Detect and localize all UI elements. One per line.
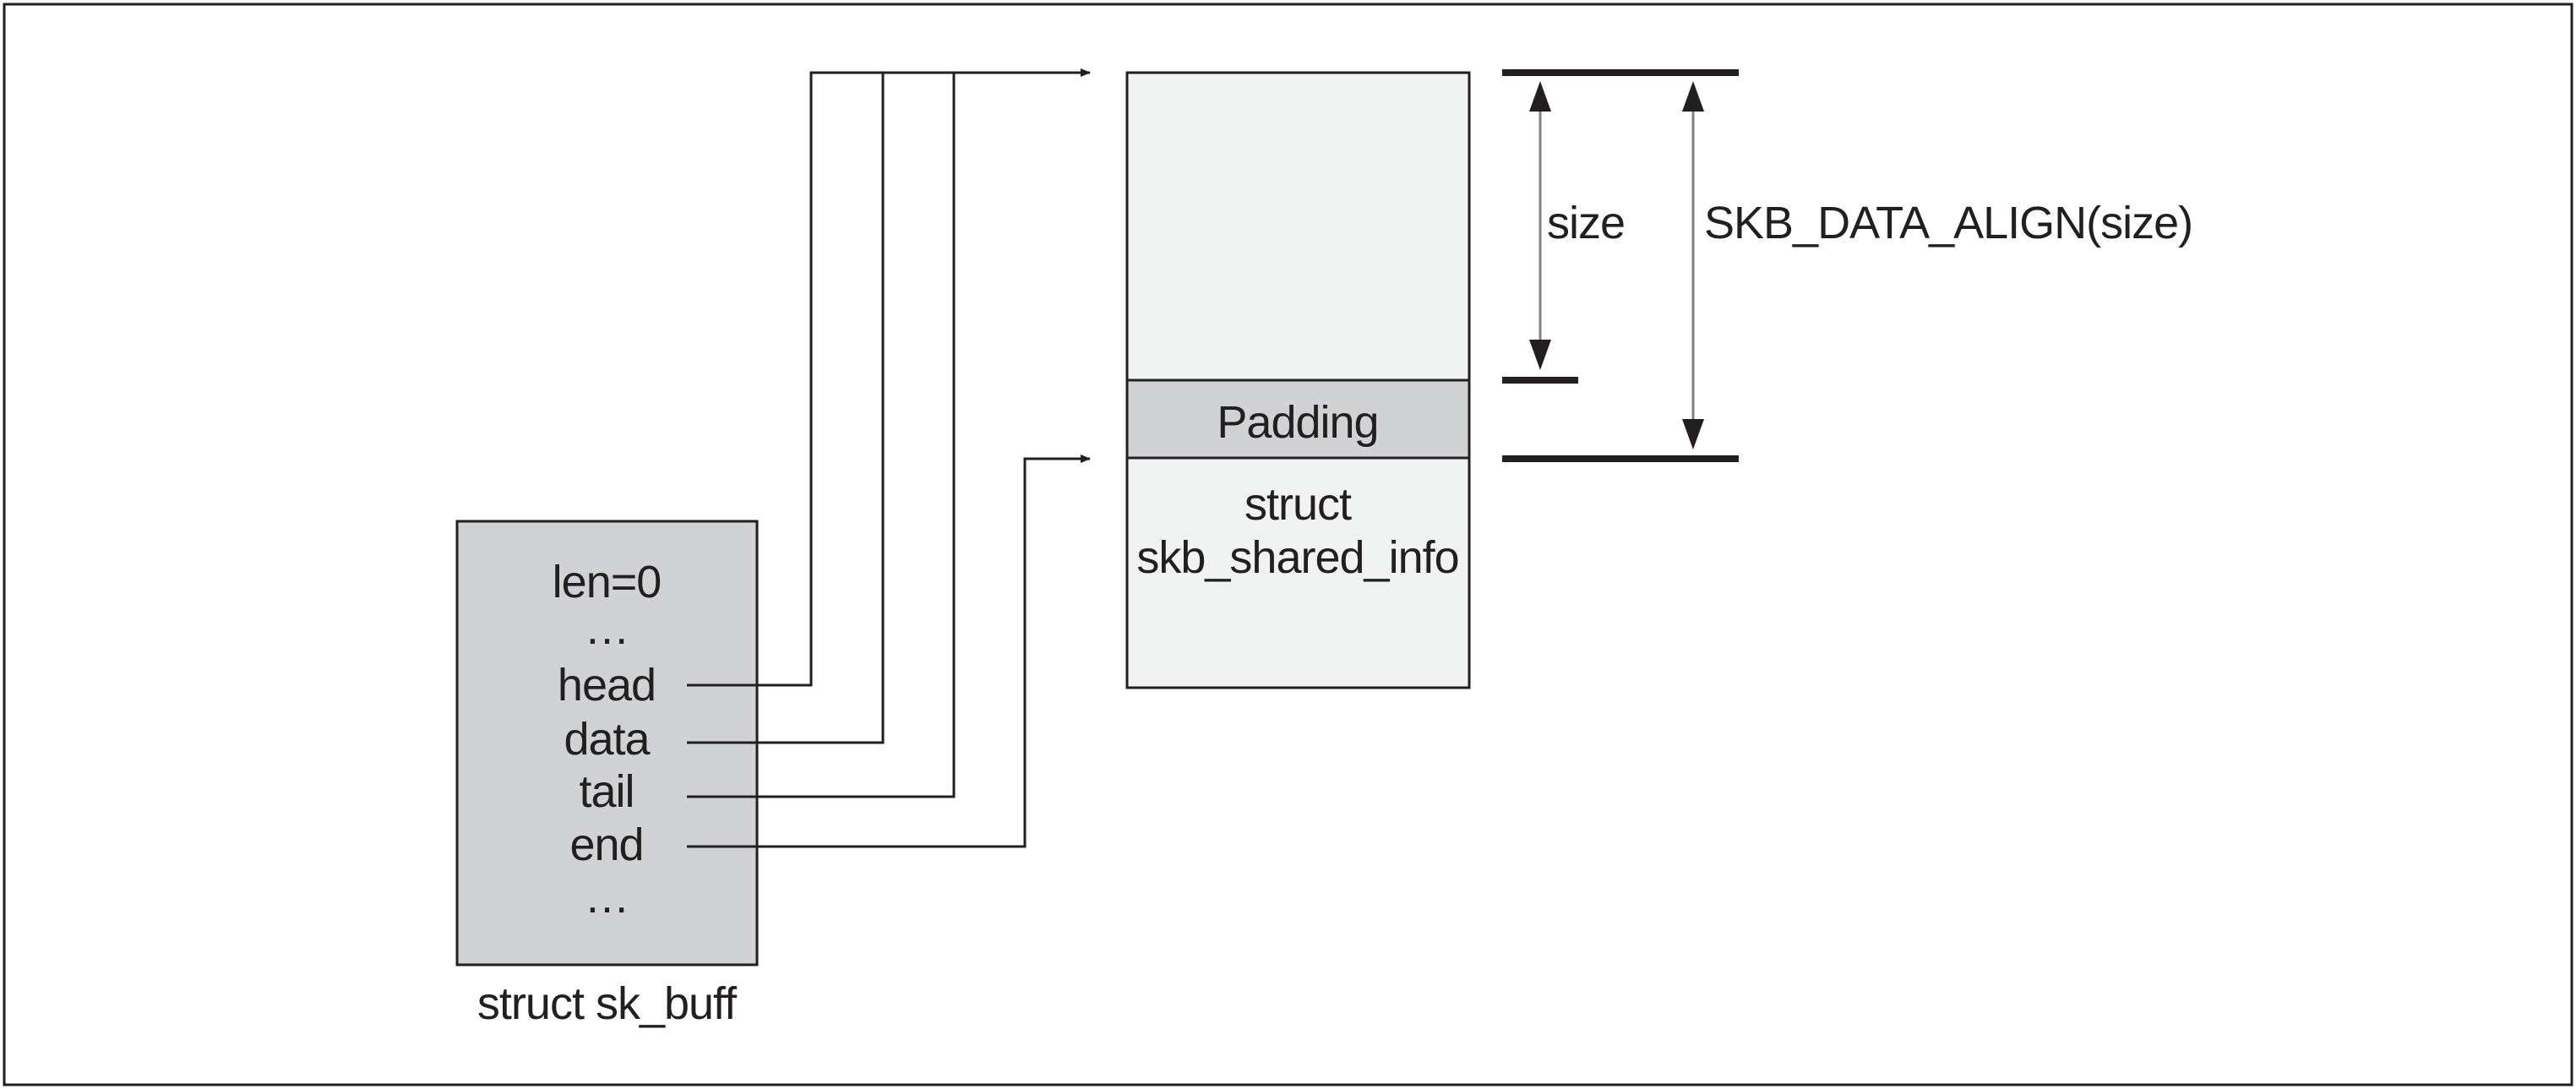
tail-pointer-line xyxy=(687,73,956,798)
aligned-size-label: SKB_DATA_ALIGN(size) xyxy=(1704,198,2192,248)
diagram-frame xyxy=(3,3,2573,1086)
data-pointer-line xyxy=(687,73,885,744)
pointer-connectors xyxy=(687,68,1091,848)
dimension-markers xyxy=(1502,69,1739,462)
shared-info-label-line2: skb_shared_info xyxy=(1136,532,1458,583)
aligned-arrow-up xyxy=(1682,81,1704,112)
field-tail: tail xyxy=(579,766,634,817)
field-end: end xyxy=(569,819,643,870)
size-arrow-up xyxy=(1529,81,1551,112)
head-pointer-line xyxy=(687,68,1091,687)
field-ellipsis-bottom: … xyxy=(585,872,629,923)
field-ellipsis-top: … xyxy=(585,603,629,654)
field-head: head xyxy=(558,660,656,711)
sk-buff-caption: struct sk_buff xyxy=(477,978,738,1029)
end-pointer-line xyxy=(687,455,1091,848)
field-data: data xyxy=(564,714,651,765)
buffer-data-area xyxy=(1125,71,1471,382)
shared-info-label-line1: struct xyxy=(1244,479,1352,530)
field-len: len=0 xyxy=(553,557,662,607)
aligned-arrow-down xyxy=(1682,419,1704,449)
size-label: size xyxy=(1547,198,1625,248)
buffer-shared-info-area xyxy=(1125,456,1471,689)
padding-label: Padding xyxy=(1217,397,1378,448)
size-arrow-down xyxy=(1529,340,1551,370)
buffer-padding-area xyxy=(1125,378,1471,460)
